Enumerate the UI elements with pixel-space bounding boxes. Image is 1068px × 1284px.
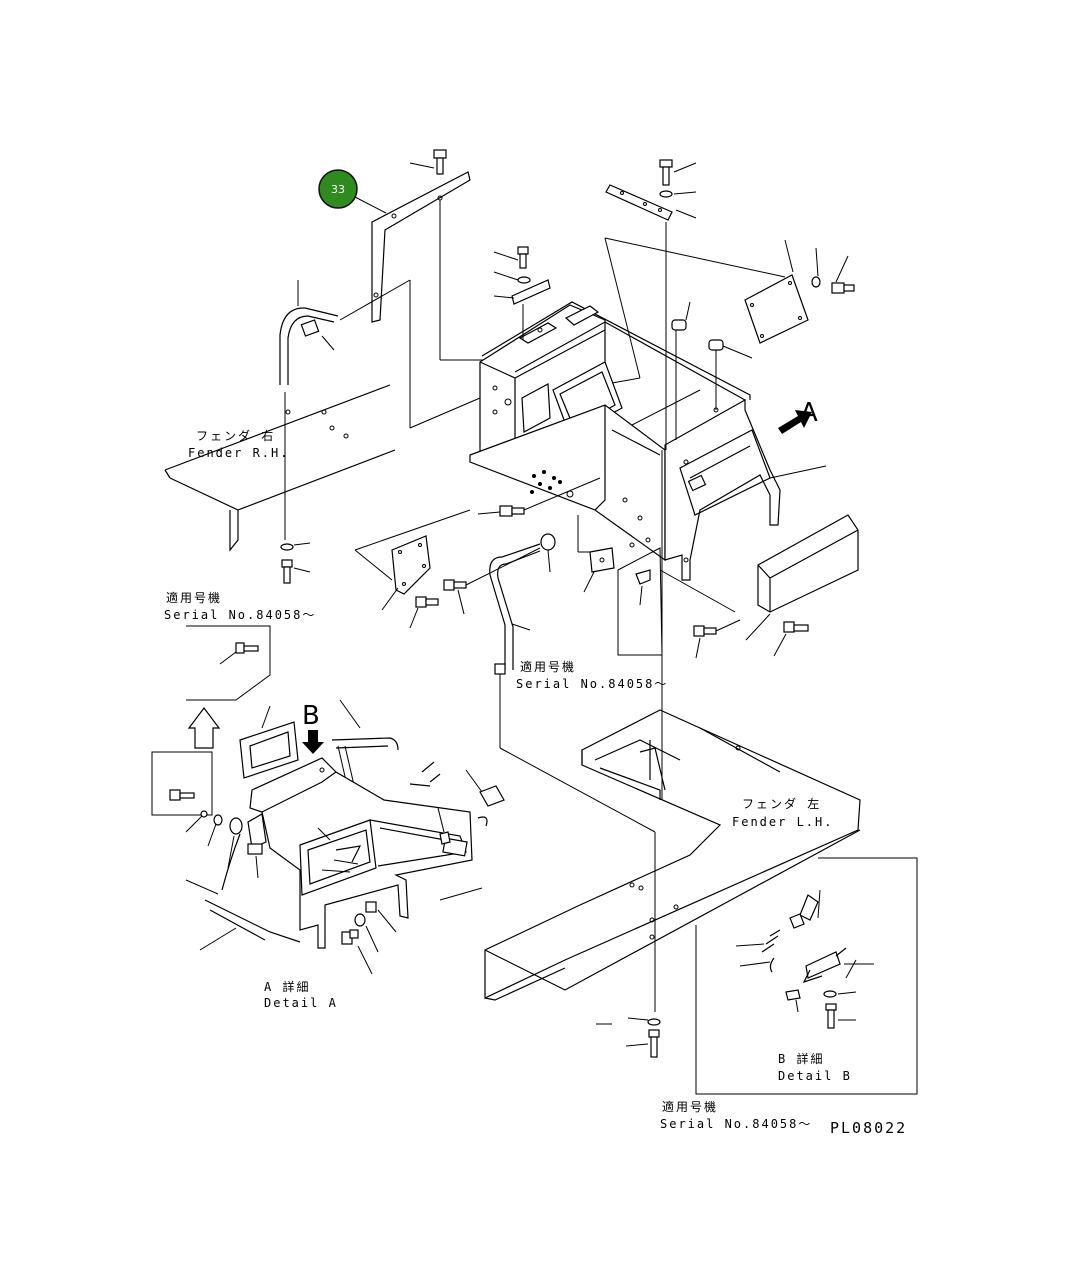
serial-label-en-2: Serial No.84058～ xyxy=(516,677,668,691)
small-plate xyxy=(583,547,615,593)
handrail-rh xyxy=(279,280,339,385)
detail-a-hinge xyxy=(185,810,267,891)
bolt-lower-mid xyxy=(693,619,741,659)
callout-number: 33 xyxy=(331,183,345,196)
bolt-serial-inset-2 xyxy=(169,789,195,801)
bolt-mid-left xyxy=(477,505,525,517)
tall-inset xyxy=(617,547,663,656)
bolt-upper-center xyxy=(493,246,551,305)
side-plate xyxy=(354,509,471,611)
detail-a-lower xyxy=(185,879,301,951)
serial-label-jp-1: 適用号機 xyxy=(166,590,222,605)
view-arrow-b xyxy=(302,730,324,754)
damper-2 xyxy=(708,339,753,410)
bolt-top-left xyxy=(409,149,447,175)
right-panel xyxy=(664,398,781,581)
detail-a-label-en: Detail A xyxy=(264,996,338,1010)
serial-label-en-3: Serial No.84058～ xyxy=(660,1117,812,1131)
detail-b-label-en: Detail B xyxy=(778,1069,852,1083)
serial-inset-1 xyxy=(186,625,271,701)
fender-rh-label-en: Fender R.H. xyxy=(188,446,289,460)
bolt-rear-panel xyxy=(745,613,809,657)
bolt-under-fender-lh xyxy=(596,1017,661,1058)
detail-a-latch xyxy=(409,761,505,845)
grab-handle-center xyxy=(489,543,541,675)
fender-lh-label-jp: フェンダ 左 xyxy=(742,796,821,811)
detail-a-label-jp: A 詳細 xyxy=(264,979,310,994)
bolt-under-fender-rh xyxy=(280,542,311,584)
bolt-cover-plate xyxy=(831,255,855,294)
arrow-up-hollow xyxy=(187,707,221,749)
fender-rh xyxy=(164,384,396,552)
callout-badge-33[interactable]: 33 xyxy=(318,169,358,209)
fender-lh-label-en: Fender L.H. xyxy=(732,815,833,829)
drawing-code: PL08022 xyxy=(830,1119,907,1137)
detail-b-label-jp: B 詳細 xyxy=(778,1051,824,1066)
view-label-b: B xyxy=(302,701,320,731)
bushing xyxy=(540,533,556,573)
damper-1 xyxy=(671,301,691,440)
detail-b-inset xyxy=(695,857,918,1095)
detail-a-bolt xyxy=(341,901,397,975)
serial-label-jp-3: 適用号機 xyxy=(662,1099,718,1114)
serial-label-en-1: Serial No.84058～ xyxy=(164,608,316,622)
serial-label-jp-2: 適用号機 xyxy=(520,659,576,674)
view-label-a: A xyxy=(800,398,818,428)
bolt-side-plate-a xyxy=(409,596,439,629)
side-bracket xyxy=(371,171,471,323)
top-strap xyxy=(605,184,673,221)
view-arrow-a xyxy=(778,410,812,434)
fender-rh-label-jp: フェンダ 右 xyxy=(196,428,275,443)
bolt-top-strap xyxy=(659,159,697,219)
detail-a-cover xyxy=(239,705,299,779)
fender-lh xyxy=(484,709,861,1001)
rear-panel-block xyxy=(757,514,859,613)
bolt-side-plate-b xyxy=(443,579,467,615)
cover-plate xyxy=(744,274,809,344)
detail-a-panel xyxy=(249,757,473,949)
